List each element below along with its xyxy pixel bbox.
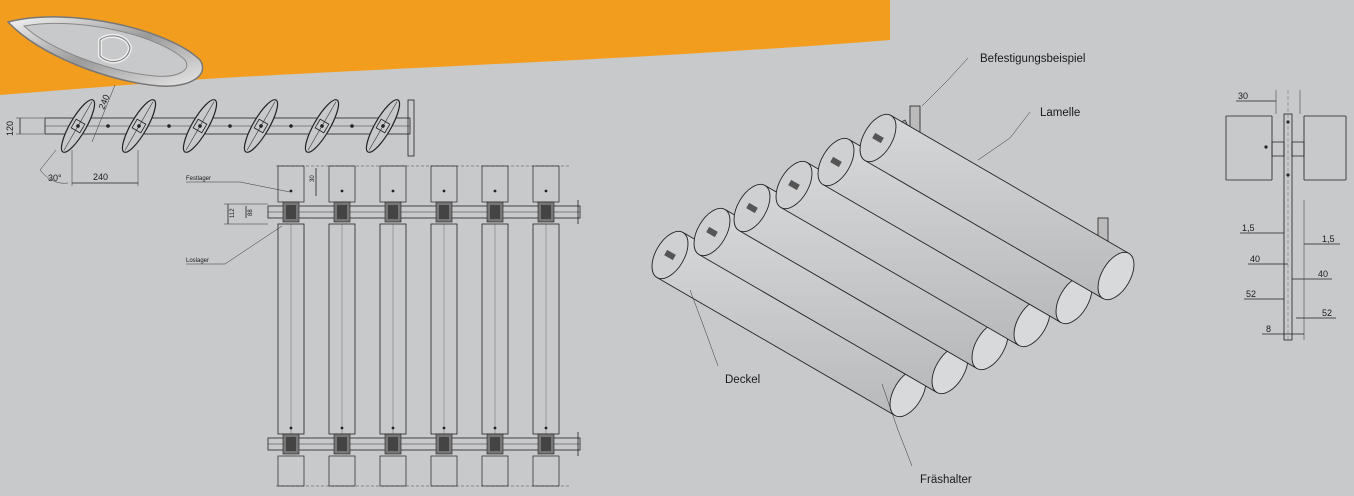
- front-clamp: [282, 201, 300, 223]
- dim-section-left-2: 40: [1250, 254, 1260, 264]
- orange-banner-shape: [0, 0, 890, 95]
- dim-top-spacing: 240: [93, 172, 108, 182]
- top-view-drawing: 120 240 240 30°: [5, 84, 415, 186]
- front-view-drawing: Festlager Loslager 112 88 30: [186, 165, 581, 487]
- iso-lamella: [859, 113, 1135, 301]
- rail-hole: [289, 124, 293, 128]
- dim-front-112: 112: [230, 208, 236, 218]
- front-clamp: [435, 433, 453, 455]
- front-clamp: [435, 201, 453, 223]
- callout-lamelle: Lamelle: [1040, 107, 1080, 119]
- front-slat-cap-top: [481, 165, 509, 203]
- front-slat-cap-top: [328, 165, 356, 203]
- front-clamp: [537, 433, 555, 455]
- front-slat-cap-bottom: [379, 455, 407, 487]
- top-blade: [304, 99, 340, 153]
- dim-front-88: 88: [248, 209, 254, 216]
- dim-section-left-4: 8: [1266, 324, 1271, 334]
- dim-section-left-1: 1,5: [1242, 223, 1255, 233]
- front-slat-cap-bottom: [328, 455, 356, 487]
- iso-lamella: [693, 207, 969, 395]
- top-blade: [182, 99, 218, 153]
- isometric-view-drawing: Befestigungsbeispiel Lamelle Deckel Fräs…: [651, 53, 1135, 486]
- rail-hole: [228, 124, 232, 128]
- front-slat-cap-bottom: [481, 455, 509, 487]
- rail-hole: [167, 124, 171, 128]
- dim-top-angle: 30°: [48, 173, 62, 183]
- front-view-clamps: [282, 201, 555, 455]
- callout-deckel: Deckel: [725, 374, 760, 386]
- front-clamp: [486, 201, 504, 223]
- top-blade: [121, 99, 157, 153]
- dim-section-right-2: 40: [1318, 269, 1328, 279]
- front-slat-cap-top: [430, 165, 458, 203]
- front-clamp: [486, 433, 504, 455]
- rail-hole: [106, 124, 110, 128]
- top-blade: [243, 99, 279, 153]
- front-clamp: [333, 201, 351, 223]
- dim-section-left-3: 52: [1246, 289, 1256, 299]
- section-detail-drawing: 30 1,5 40 52 8 1,5 40 52: [1225, 90, 1347, 341]
- iso-lamella: [651, 230, 927, 418]
- top-blade: [365, 99, 401, 153]
- iso-lamella: [775, 160, 1051, 348]
- front-slat-cap-bottom: [430, 455, 458, 487]
- front-slat-cap-bottom: [277, 455, 305, 487]
- front-slat-cap-top: [379, 165, 407, 203]
- top-blade: [60, 99, 96, 153]
- lamella-profile-logo-icon: [6, 16, 204, 87]
- front-slat-cap-bottom: [532, 455, 560, 487]
- end-plate: [407, 99, 415, 157]
- dim-section-right-1: 1,5: [1322, 234, 1335, 244]
- front-clamp: [282, 433, 300, 455]
- rail-hole: [350, 124, 354, 128]
- isometric-assembly: [651, 105, 1135, 418]
- callout-befestigungsbeispiel: Befestigungsbeispiel: [980, 53, 1086, 65]
- label-loslager: Loslager: [186, 258, 209, 264]
- front-clamp: [333, 433, 351, 455]
- iso-lamella: [733, 183, 1009, 371]
- header-banner: [0, 0, 890, 95]
- front-slat-cap-top: [277, 165, 305, 203]
- label-festlager: Festlager: [186, 176, 211, 182]
- callout-fraeshalter: Fräshalter: [920, 474, 972, 486]
- front-clamp: [537, 201, 555, 223]
- dim-front-30: 30: [310, 175, 316, 182]
- dim-top-diagonal: 240: [97, 93, 112, 111]
- dim-section-right-3: 52: [1322, 308, 1332, 318]
- front-slat-cap-top: [532, 165, 560, 203]
- dim-section-top: 30: [1238, 91, 1248, 101]
- dim-top-height: 120: [5, 121, 15, 136]
- front-clamp: [384, 433, 402, 455]
- front-clamp: [384, 201, 402, 223]
- top-view-blades: [60, 99, 401, 153]
